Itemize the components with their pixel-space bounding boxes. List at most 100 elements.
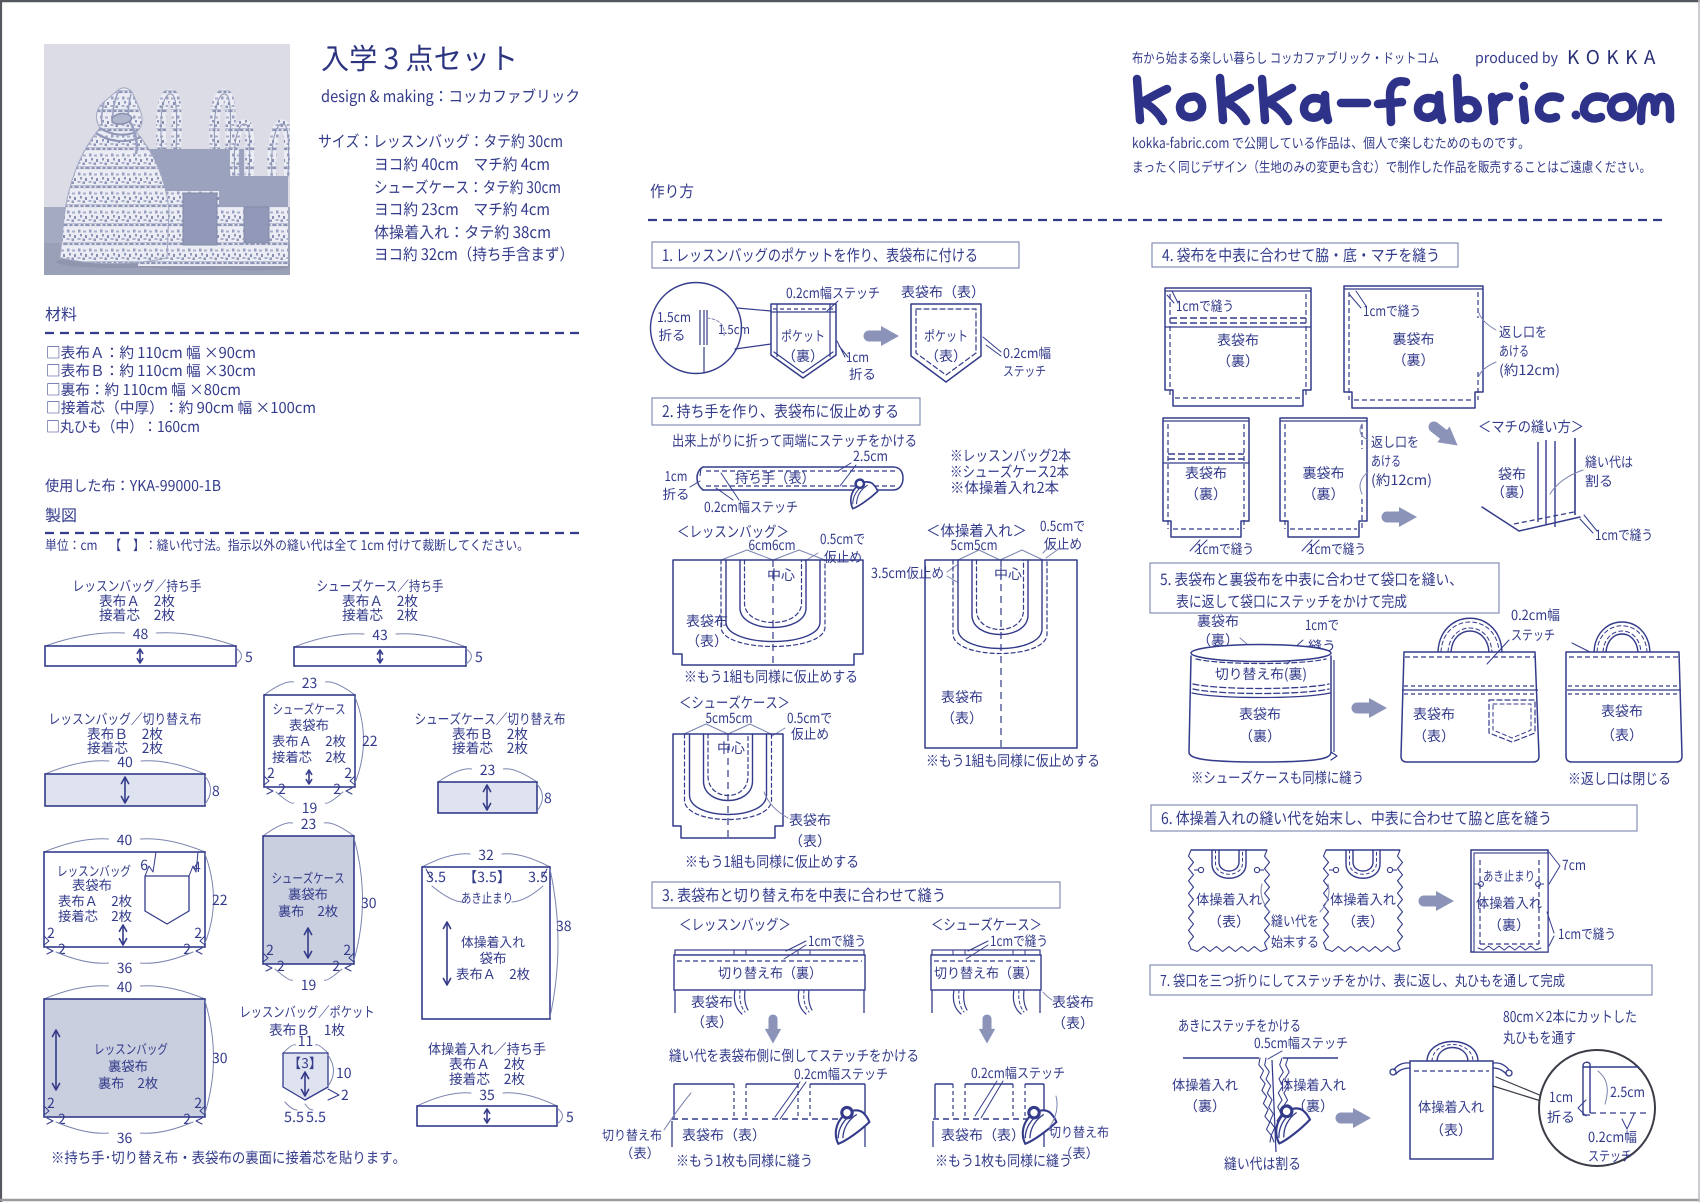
svg-text:表袋布: 表袋布 — [1413, 704, 1455, 724]
svg-text:40: 40 — [117, 752, 133, 772]
svg-text:接着芯 2枚: 接着芯 2枚 — [58, 905, 132, 925]
svg-text:2: 2 — [344, 763, 352, 783]
svg-text:（表）: （表） — [789, 831, 831, 851]
svg-text:あきにステッチをかける: あきにステッチをかける — [1178, 1015, 1301, 1036]
svg-text:0.2cm幅: 0.2cm幅 — [1511, 605, 1560, 625]
svg-text:※シューズケースも同様に縫う: ※シューズケースも同様に縫う — [1191, 767, 1364, 788]
svg-text:（裏）: （裏） — [1217, 351, 1259, 371]
svg-text:3.5: 3.5 — [426, 867, 446, 887]
svg-text:(約12cm): (約12cm) — [1499, 360, 1560, 380]
svg-text:produced by: produced by — [1475, 47, 1558, 68]
svg-text:1cm: 1cm — [665, 465, 688, 485]
svg-text:シューズケース: シューズケース — [273, 698, 346, 718]
svg-text:レッスンバッグ: レッスンバッグ — [57, 860, 131, 880]
svg-text:0.5cmで: 0.5cmで — [787, 708, 832, 728]
svg-text:ポケット: ポケット — [781, 326, 825, 346]
svg-text:3. 表袋布と切り替え布を中表に合わせて縫う: 3. 表袋布と切り替え布を中表に合わせて縫う — [662, 882, 946, 906]
svg-text:1. レッスンバッグのポケットを作り、表袋布に付ける: 1. レッスンバッグのポケットを作り、表袋布に付ける — [662, 242, 978, 266]
svg-text:仮止め: 仮止め — [1044, 534, 1082, 554]
svg-text:切り替え布(裏): 切り替え布(裏) — [1215, 664, 1307, 684]
svg-text:8: 8 — [544, 788, 552, 808]
svg-text:※もう1枚も同様に縫う: ※もう1枚も同様に縫う — [676, 1150, 813, 1171]
svg-text:裏袋布: 裏袋布 — [1303, 463, 1345, 483]
svg-text:裏袋布: 裏袋布 — [1393, 329, 1435, 349]
svg-text:体操着入れ／持ち手: 体操着入れ／持ち手 — [428, 1039, 546, 1059]
svg-text:2: 2 — [47, 1093, 55, 1113]
svg-text:表布Ａ 2枚: 表布Ａ 2枚 — [272, 730, 346, 750]
svg-text:中心: 中心 — [994, 564, 1022, 584]
svg-text:中心: 中心 — [767, 565, 795, 585]
svg-text:切り替え布（裏）: 切り替え布（裏） — [718, 963, 822, 983]
svg-text:作り方: 作り方 — [650, 178, 694, 202]
svg-text:（表）: （表） — [1052, 1013, 1094, 1033]
svg-text:（裏）: （裏） — [782, 346, 824, 366]
svg-text:22: 22 — [362, 731, 378, 751]
svg-text:5: 5 — [475, 647, 483, 667]
svg-text:35: 35 — [479, 1085, 495, 1105]
svg-text:23: 23 — [480, 760, 496, 780]
svg-text:体操着入れ: 体操着入れ — [1330, 890, 1396, 910]
svg-text:（裏）: （裏） — [1239, 726, 1281, 746]
svg-text:23: 23 — [301, 814, 317, 834]
svg-text:1.5cm: 1.5cm — [718, 319, 750, 338]
svg-text:2: 2 — [266, 940, 274, 960]
svg-text:（表）: （表） — [686, 631, 728, 651]
svg-text:※もう1枚も同様に縫う: ※もう1枚も同様に縫う — [935, 1150, 1072, 1171]
svg-text:5: 5 — [245, 647, 253, 667]
svg-text:ヨコ約 40cm マチ約 4cm: ヨコ約 40cm マチ約 4cm — [374, 151, 550, 175]
svg-text:（表）: （表） — [925, 346, 967, 366]
svg-text:体操着入れ: 体操着入れ — [1476, 893, 1542, 913]
svg-text:丸ひもを通す: 丸ひもを通す — [1503, 1027, 1576, 1048]
svg-text:1cmで縫う: 1cmで縫う — [1595, 525, 1653, 545]
svg-text:5.5: 5.5 — [284, 1107, 304, 1127]
svg-text:返し口を: 返し口を — [1371, 432, 1419, 452]
svg-text:表布Ｂ 1枚: 表布Ｂ 1枚 — [269, 1020, 345, 1040]
svg-text:（裏）: （裏） — [1488, 915, 1530, 935]
svg-text:体操着入れ：タテ約 38cm: 体操着入れ：タテ約 38cm — [374, 219, 551, 243]
svg-text:2: 2 — [278, 779, 286, 799]
svg-text:あき止まり: あき止まり — [1483, 865, 1535, 885]
svg-text:切り替え布（裏）: 切り替え布（裏） — [934, 963, 1038, 983]
svg-text:体操着入れ: 体操着入れ — [1196, 890, 1262, 910]
svg-text:3.5cm仮止め: 3.5cm仮止め — [871, 563, 944, 583]
svg-text:5: 5 — [566, 1107, 574, 1127]
svg-text:（裏）: （裏） — [1393, 350, 1435, 370]
svg-text:シューズケース：タテ約 30cm: シューズケース：タテ約 30cm — [374, 174, 561, 198]
svg-text:5cm5cm: 5cm5cm — [706, 708, 753, 728]
svg-text:袋布: 袋布 — [480, 947, 507, 967]
svg-text:表に返して袋口にステッチをかけて完成: 表に返して袋口にステッチをかけて完成 — [1176, 590, 1407, 612]
svg-text:1cmで縫う: 1cmで縫う — [1196, 539, 1254, 559]
svg-text:2: 2 — [194, 1093, 202, 1113]
svg-text:43: 43 — [372, 625, 388, 645]
svg-text:5.5: 5.5 — [306, 1107, 326, 1127]
svg-text:裏袋布: 裏袋布 — [1197, 611, 1239, 631]
svg-text:表袋布: 表袋布 — [72, 874, 112, 894]
svg-text:38: 38 — [556, 916, 572, 936]
svg-text:体操着入れ: 体操着入れ — [1280, 1075, 1346, 1095]
svg-text:入学 3 点セット: 入学 3 点セット — [321, 36, 518, 78]
svg-text:（裏）: （裏） — [1491, 482, 1533, 502]
svg-text:切り替え布: 切り替え布 — [602, 1124, 662, 1144]
svg-text:ステッチ: ステッチ — [1588, 1146, 1632, 1166]
svg-text:縫い代は割る: 縫い代は割る — [1224, 1153, 1301, 1174]
svg-text:接着芯 2枚: 接着芯 2枚 — [342, 605, 418, 625]
svg-text:表布Ａ 2枚: 表布Ａ 2枚 — [58, 890, 132, 910]
svg-text:裏布 2枚: 裏布 2枚 — [278, 900, 338, 920]
svg-text:表袋布: 表袋布 — [686, 611, 728, 631]
svg-text:40: 40 — [117, 830, 133, 850]
svg-text:2.5cm: 2.5cm — [853, 446, 888, 466]
svg-text:23: 23 — [302, 673, 318, 693]
svg-text:7cm: 7cm — [1562, 855, 1586, 875]
svg-text:（裏）: （裏） — [1185, 484, 1227, 504]
svg-text:1cmで縫う: 1cmで縫う — [1308, 539, 1366, 559]
svg-text:19: 19 — [302, 798, 318, 818]
svg-text:（裏）: （裏） — [1184, 1096, 1226, 1116]
svg-text:レッスンバッグ／持ち手: レッスンバッグ／持ち手 — [73, 576, 202, 596]
svg-text:体操着入れ: 体操着入れ — [1418, 1097, 1484, 1117]
svg-text:表袋布: 表袋布 — [789, 810, 831, 830]
svg-text:（表）: （表） — [941, 708, 983, 728]
svg-text:表布Ｂ 2枚: 表布Ｂ 2枚 — [452, 724, 528, 744]
svg-text:＜シューズケース＞: ＜シューズケース＞ — [679, 692, 790, 713]
svg-text:kokka-fabric.com で公開している作品は、個人: kokka-fabric.com で公開している作品は、個人で楽しむためのもので… — [1132, 133, 1530, 153]
svg-text:2: 2 — [194, 923, 202, 943]
